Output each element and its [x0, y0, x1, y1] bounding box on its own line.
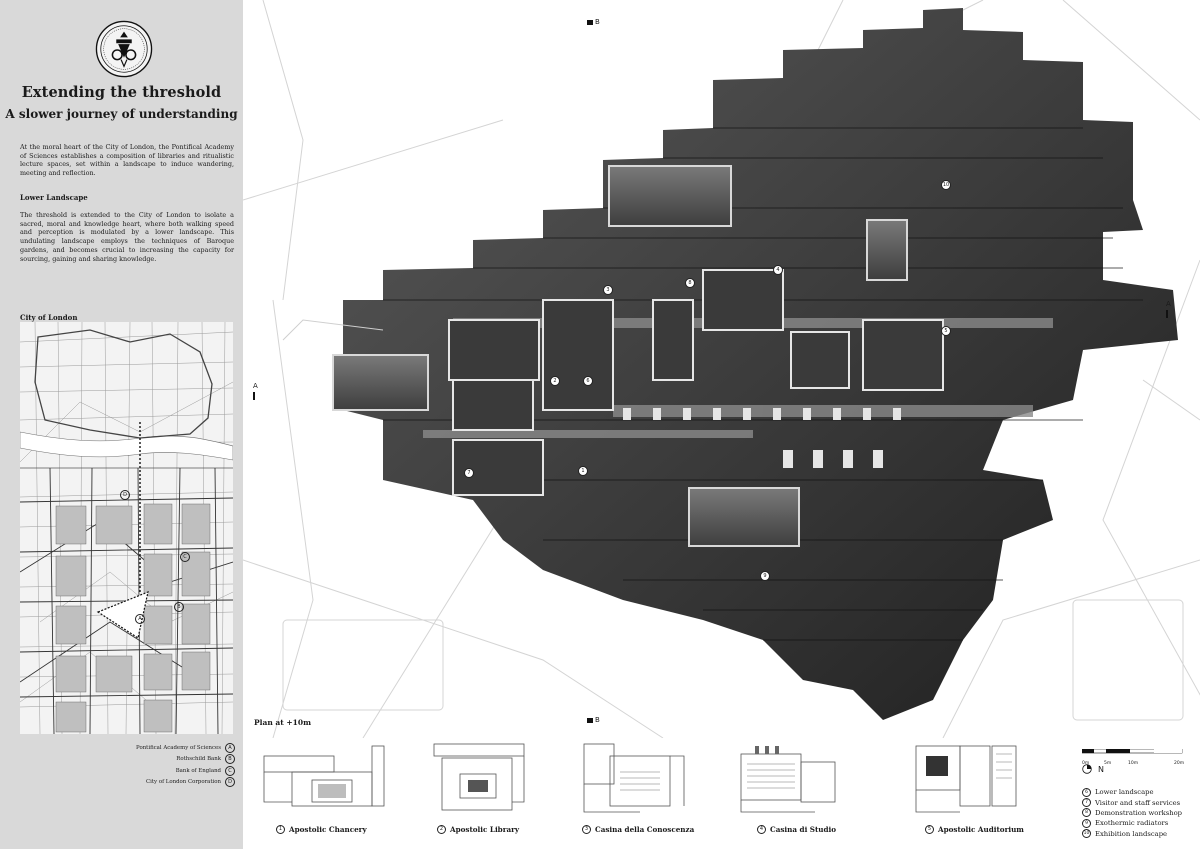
- building-name: Apostolic Chancery: [289, 825, 367, 834]
- legend-row: Bank of England C: [90, 765, 235, 777]
- plan-marker: 5: [941, 326, 951, 336]
- intro-paragraph: At the moral heart of the City of London…: [20, 143, 234, 178]
- key-number: 8: [1082, 808, 1091, 818]
- plan-marker: 2: [550, 376, 560, 386]
- section-flag-icon: [1166, 310, 1168, 318]
- map-marker-a: A: [135, 614, 145, 624]
- plan-marker: 10: [941, 180, 951, 190]
- city-of-london-map: A B C D: [19, 321, 234, 735]
- plan-marker: 3: [603, 285, 613, 295]
- thumbnail-auditorium: [915, 745, 1017, 813]
- scale-bar-graphic: [1081, 748, 1183, 754]
- key-label: Lower landscape: [1095, 788, 1154, 797]
- map-drawing: [19, 321, 234, 735]
- building-number: 5: [925, 825, 934, 834]
- section-mark-b-top: B: [587, 18, 600, 26]
- sidebar: Extending the threshold A slower journey…: [0, 0, 243, 849]
- building-label: 4 Casina di Studio: [757, 825, 836, 834]
- key-label: Exothermic radiators: [1095, 819, 1169, 828]
- legend-marker: A: [225, 742, 235, 753]
- plan-svg: [243, 0, 1200, 738]
- building-name: Apostolic Library: [450, 825, 520, 834]
- legend-row: Rothschild Bank B: [90, 754, 235, 766]
- legend-marker: C: [225, 765, 235, 776]
- key-number: 10: [1082, 829, 1091, 839]
- section-mark-a-right: A: [1166, 300, 1171, 318]
- building-name: Apostolic Auditorium: [938, 825, 1024, 834]
- key-row: 10 Exhibition landscape: [1082, 829, 1182, 839]
- scale-label: 0m: [1082, 761, 1090, 766]
- north-arrow: N: [1082, 764, 1104, 774]
- key-number: 7: [1082, 798, 1091, 808]
- city-of-london-heading: City of London: [20, 313, 78, 322]
- legend-label: City of London Corporation: [146, 779, 221, 786]
- building-label: 5 Apostolic Auditorium: [925, 825, 1024, 834]
- map-marker-c: C: [180, 552, 190, 562]
- scale-label: 5m: [1104, 761, 1112, 766]
- plan-marker: 9: [760, 571, 770, 581]
- legend-row: Pontifical Academy of Sciences A: [90, 742, 235, 754]
- seal-emblem-icon: [95, 20, 153, 78]
- building-number: 3: [582, 825, 591, 834]
- plan-marker: 6: [583, 376, 593, 386]
- key-row: 7 Visitor and staff services: [1082, 797, 1182, 808]
- key-row: 8 Demonstration workshop: [1082, 808, 1182, 818]
- building-label: 3 Casina della Conoscenza: [582, 825, 694, 834]
- building-label: 2 Apostolic Library: [437, 825, 519, 834]
- poster-subtitle: A slower journey of understanding: [5, 107, 238, 121]
- key-label: Demonstration workshop: [1095, 808, 1183, 817]
- thumbnail-library: [433, 743, 525, 811]
- key-number: 9: [1082, 818, 1091, 828]
- key-label: Visitor and staff services: [1095, 798, 1181, 807]
- section-flag-icon: [587, 19, 593, 25]
- lower-landscape-heading: Lower Landscape: [20, 193, 88, 202]
- section-mark-b-bottom: B: [587, 716, 600, 724]
- north-label: N: [1098, 764, 1104, 774]
- legend-label: Rothschild Bank: [176, 756, 221, 763]
- plan-marker: 7: [464, 468, 474, 478]
- building-number: 2: [437, 825, 446, 834]
- building-number: 1: [276, 825, 285, 834]
- key-number: 6: [1082, 787, 1091, 797]
- bottom-strip: [243, 738, 1200, 849]
- plan-marker: 4: [773, 265, 783, 275]
- building-name: Casina della Conoscenza: [595, 825, 695, 834]
- thumbnail-chancery: [263, 745, 385, 807]
- key-row: 6 Lower landscape: [1082, 787, 1182, 797]
- building-label: 1 Apostolic Chancery: [276, 825, 367, 834]
- legend-marker: D: [225, 777, 235, 788]
- plan-drawing: 1 2 3 4 5 6 7 8 9 10 B B A A Plan at +10…: [243, 0, 1200, 738]
- thumbnail-studio: [740, 746, 836, 813]
- section-mark-a-left: A: [253, 382, 258, 400]
- map-marker-d: D: [120, 490, 130, 500]
- building-name: Casina di Studio: [770, 825, 837, 834]
- building-number: 4: [757, 825, 766, 834]
- lower-landscape-paragraph: The threshold is extended to the City of…: [20, 211, 234, 263]
- section-flag-icon: [253, 392, 255, 400]
- poster-title: Extending the threshold: [21, 84, 222, 101]
- scale-bar: 0m 5m 10m 20m: [1081, 742, 1186, 768]
- legend-marker: B: [225, 754, 235, 765]
- map-marker-b: B: [174, 602, 184, 612]
- north-arrow-icon: [1082, 764, 1092, 774]
- plan-marker: 8: [685, 278, 695, 288]
- thumbnail-conoscenza: [583, 743, 685, 813]
- scale-label: 10m: [1128, 761, 1139, 766]
- legend-label: Bank of England: [175, 767, 221, 774]
- legend-label: Pontifical Academy of Sciences: [136, 744, 221, 751]
- key-row: 9 Exothermic radiators: [1082, 818, 1182, 828]
- plan-marker: 1: [578, 466, 588, 476]
- key-label: Exhibition landscape: [1095, 829, 1168, 838]
- map-legend: Pontifical Academy of Sciences A Rothsch…: [90, 742, 235, 788]
- plan-key: 6 Lower landscape 7 Visitor and staff se…: [1082, 787, 1182, 839]
- section-flag-icon: [587, 717, 593, 723]
- scale-label: 20m: [1174, 761, 1185, 766]
- plan-level-label: Plan at +10m: [254, 718, 312, 727]
- legend-row: City of London Corporation D: [90, 777, 235, 789]
